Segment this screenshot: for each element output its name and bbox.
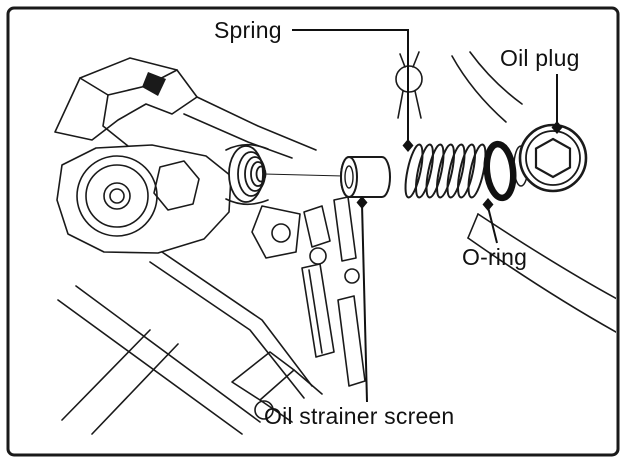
figure-border	[6, 6, 620, 457]
oil-strainer-diamond-icon	[356, 196, 368, 209]
threaded-bore	[228, 145, 267, 203]
alignment-axis-line	[263, 173, 344, 177]
oil-strainer-leader-line	[361, 203, 368, 403]
o-ring-part	[483, 140, 517, 202]
o-ring-leader-line	[487, 206, 498, 244]
label-oil-plug: Oil plug	[500, 45, 580, 71]
spring-part	[404, 143, 487, 199]
spring-leader-line	[292, 29, 409, 140]
shadow-fill	[142, 72, 166, 96]
spring-diamond-icon	[402, 139, 414, 152]
oil-plug-diamond-icon	[551, 121, 563, 134]
oil-plug-part	[513, 123, 588, 193]
label-o-ring: O-ring	[462, 244, 528, 270]
label-spring: Spring	[214, 17, 282, 43]
leader-diamond-markers	[356, 121, 563, 211]
parts-group	[228, 123, 588, 203]
o-ring-diamond-icon	[482, 198, 494, 211]
engine-case-line-art	[54, 51, 616, 435]
leader-lines	[292, 29, 558, 403]
oil-strainer-screen-part	[340, 156, 391, 198]
label-oil-strainer-screen: Oil strainer screen	[264, 403, 455, 429]
